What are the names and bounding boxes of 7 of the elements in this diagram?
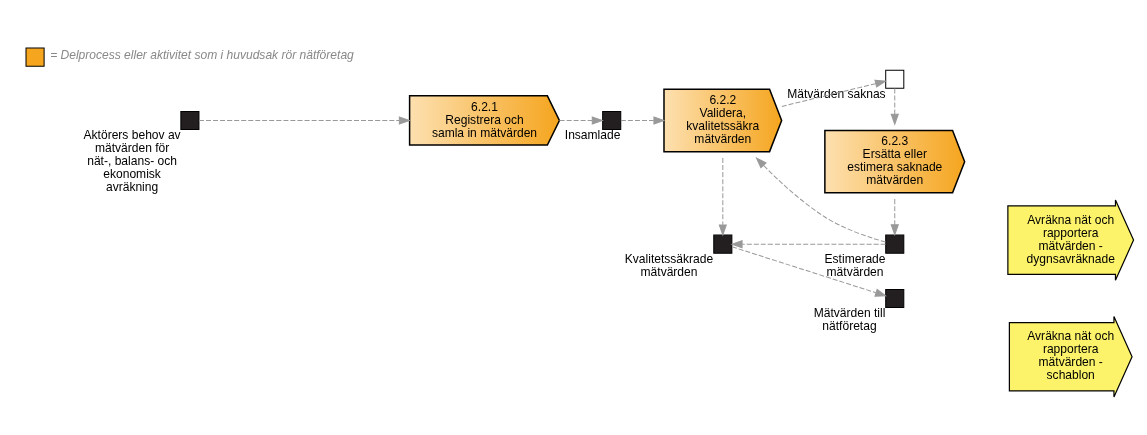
legend-label: = Delprocess eller aktivitet som i huvudsak rör nätföretag xyxy=(50,47,354,62)
node-label: Estimerade mätvärden xyxy=(824,251,886,279)
node-label: Aktörers behov av mätvärden för nät-, balans- och ekonomisk avräkning xyxy=(83,127,181,194)
node-label: Kvalitetssäkrade mätvärden xyxy=(624,251,714,279)
node-label: Mätvärden saknas xyxy=(787,86,886,101)
node-label: Insamlade xyxy=(564,127,621,142)
node-label: Mätvärden till nätföretag xyxy=(813,305,886,333)
